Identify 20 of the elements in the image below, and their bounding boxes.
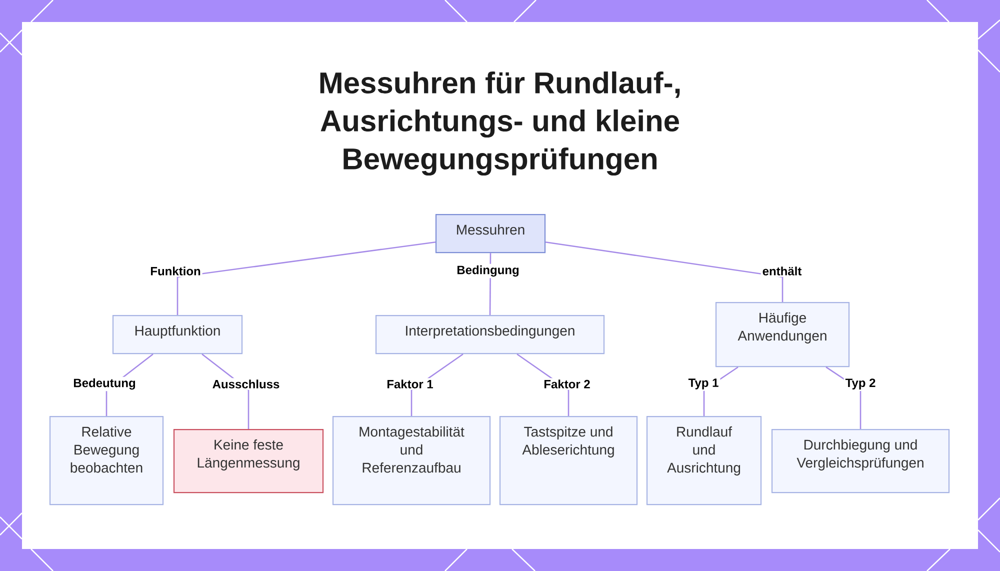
edge-label: Bedeutung bbox=[72, 376, 138, 392]
edge-label: Faktor 1 bbox=[385, 378, 435, 390]
highlighted-box: Keine feste Längenmessung bbox=[173, 429, 324, 494]
edge-label: Typ 1 bbox=[686, 377, 720, 391]
edge-label: Funktion bbox=[148, 265, 202, 277]
concept-box: Interpretationsbedingungen bbox=[375, 315, 605, 354]
edge-label: Ausschluss bbox=[210, 378, 282, 390]
concept-box: Tastspitze und Ableserichtung bbox=[499, 416, 638, 506]
title: Messuhren für Rundlauf-, Ausrichtungs- und kleine Bewegungsprüfungen bbox=[320, 71, 680, 176]
edge-label: Faktor 2 bbox=[542, 378, 592, 390]
concept-box: Durchbiegung und Vergleichsprüfungen bbox=[771, 429, 950, 494]
concept-box: Hauptfunktion bbox=[112, 315, 243, 354]
concept-box: Relative Bewegung beobachten bbox=[49, 416, 164, 506]
concept-box: Häufige Anwendungen bbox=[715, 302, 850, 368]
edge-label: Typ 2 bbox=[844, 377, 878, 391]
concept-box: Montagestabilität und Referenzaufbau bbox=[332, 416, 491, 506]
edge-label: enthält bbox=[760, 265, 804, 277]
concept-box: Rundlauf und Ausrichtung bbox=[646, 416, 762, 506]
edge-label: Bedingung bbox=[455, 264, 521, 278]
root-box: Messuhren bbox=[435, 214, 546, 254]
